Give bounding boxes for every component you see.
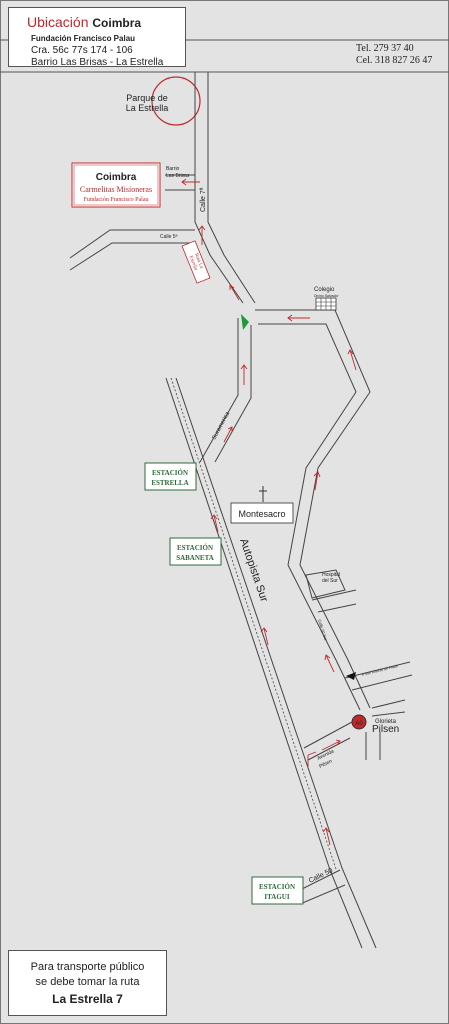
sur-road-label: Calle 50 Sur bbox=[317, 619, 329, 642]
calle7-road-right bbox=[207, 72, 256, 304]
suramerica-road-right bbox=[214, 325, 252, 463]
colegio-road-outer bbox=[255, 309, 371, 566]
start-marker-icon bbox=[241, 314, 249, 330]
calle50-label: Calle 50 bbox=[308, 867, 334, 885]
station-itagui-line2: ITAGUI bbox=[264, 893, 289, 901]
station-itagui-box bbox=[251, 876, 304, 905]
montesacro-label: Montesacro bbox=[238, 509, 285, 519]
autopista-center bbox=[170, 377, 337, 870]
header-title-bold: Coimbra bbox=[92, 16, 142, 30]
park-label-2: La Estrella bbox=[126, 103, 169, 113]
calle5-road-top bbox=[69, 229, 195, 259]
station-itagui-line1: ESTACIÓN bbox=[259, 883, 295, 891]
header-box: Ubicación Coimbra Fundación Francisco Pa… bbox=[8, 7, 186, 68]
cell-number: Cel. 318 827 26 47 bbox=[356, 55, 433, 66]
barrio-label-2: Las Brisas bbox=[166, 173, 190, 179]
station-estrella-line1: ESTACIÓN bbox=[152, 469, 188, 477]
calle5-label: Calle 5ª bbox=[160, 234, 178, 240]
hospital-road-left bbox=[287, 564, 361, 711]
ruta-label-2: Estrella bbox=[188, 255, 199, 272]
glorieta-badge-text: A0 bbox=[355, 721, 363, 727]
pilsen-label: Pilsen bbox=[372, 724, 399, 735]
station-sabaneta-line1: ESTACIÓN bbox=[177, 544, 213, 552]
header-subtitle: Fundación Francisco Palau bbox=[31, 34, 136, 43]
suramerica-road-left bbox=[199, 318, 239, 463]
header-title: Ubicación Coimbra bbox=[27, 14, 141, 30]
phone-number: Tel. 279 37 40 bbox=[356, 43, 414, 54]
suramerica-label: Suramerica bbox=[211, 410, 231, 440]
glorieta-badge-icon bbox=[351, 714, 367, 730]
park-circle bbox=[151, 76, 201, 126]
hospital-block bbox=[305, 569, 346, 599]
coimbra-title: Coimbra bbox=[96, 172, 137, 183]
glorieta-label: Glorieta bbox=[375, 719, 397, 725]
route-arrows bbox=[181, 178, 357, 846]
footer-line1: Para transporte público bbox=[30, 961, 145, 973]
footer-line2: se debe tomar la ruta bbox=[35, 976, 140, 988]
calle7-label: Calle 7ª bbox=[200, 187, 207, 212]
colegio-icon bbox=[315, 297, 337, 311]
station-sabaneta-line2: SABANETA bbox=[176, 554, 214, 562]
ruta-label: Ruta La bbox=[193, 253, 204, 270]
san-antonio-label: A San Antonio de Prado bbox=[361, 664, 398, 677]
header-title-red: Ubicación bbox=[27, 14, 89, 30]
colegio-road-inner bbox=[258, 323, 357, 566]
footer-line3: La Estrella 7 bbox=[52, 992, 123, 1006]
coimbra-box bbox=[71, 162, 161, 208]
station-sabaneta-box bbox=[169, 537, 222, 566]
san-antonio-arrow bbox=[346, 672, 356, 680]
park-label: Parque de bbox=[126, 93, 168, 103]
hospital-label: Hospital bbox=[322, 572, 340, 578]
calle7-road-left bbox=[194, 72, 244, 304]
autopista-label: Autopista Sur bbox=[237, 537, 270, 604]
colegio-label-2: Divino Salvador bbox=[314, 294, 339, 298]
coimbra-line2: Fundación Francisco Palau bbox=[84, 197, 149, 203]
station-estrella-line2: ESTRELLA bbox=[151, 479, 188, 487]
barrio-label: Barrio bbox=[166, 166, 180, 172]
colegio-label: Colegio bbox=[314, 287, 335, 293]
header-address-2: Barrio Las Brisas - La Estrella bbox=[31, 57, 164, 68]
footer-box: Para transporte público se debe tomar la… bbox=[8, 950, 167, 1016]
avenida-label-2: Pilsen bbox=[318, 758, 333, 769]
coimbra-line1: Carmelitas Misioneras bbox=[80, 185, 152, 194]
san-antonio-road bbox=[344, 661, 411, 679]
calle5-road-bottom bbox=[69, 242, 195, 271]
hospital-label-2: del Sur bbox=[322, 578, 338, 584]
station-estrella-box bbox=[144, 462, 197, 491]
autopista-right bbox=[175, 377, 377, 949]
header-address-1: Cra. 56c 77s 174 - 106 bbox=[31, 45, 133, 56]
hospital-road-right bbox=[299, 564, 371, 709]
